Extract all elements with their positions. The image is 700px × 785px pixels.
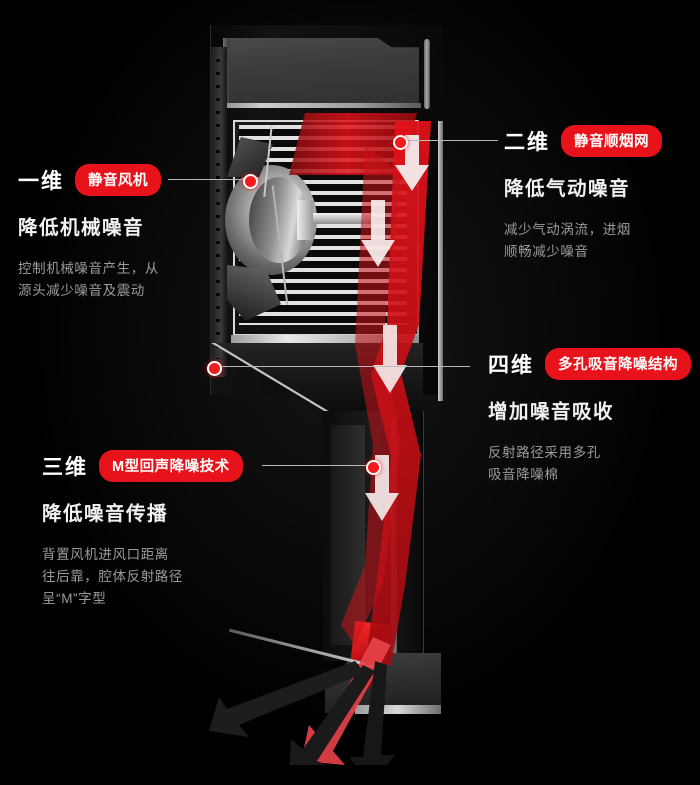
- callout-four-desc-line-1: 反射路径采用多孔: [488, 445, 601, 460]
- back-panel-edge: [438, 121, 443, 401]
- callout-two-title-row: 二维 静音顺烟网: [504, 125, 662, 157]
- airflow-arrow-3: [373, 325, 407, 393]
- callout-four: 四维 多孔吸音降噪结构 增加噪音吸收 反射路径采用多孔 吸音降噪棉: [488, 348, 691, 486]
- base-lip: [355, 705, 441, 714]
- callout-two-desc-line-1: 减少气动涡流，进烟: [504, 222, 631, 237]
- intake-arrow-right: [349, 661, 395, 765]
- callout-one-description: 控制机械噪音产生，从 源头减少噪音及震动: [18, 258, 161, 302]
- callout-two-headline: 降低气动噪音: [504, 178, 631, 200]
- callout-two-dimension: 二维: [504, 131, 550, 154]
- callout-one-headline: 降低机械噪音: [18, 217, 145, 239]
- callout-four-tag[interactable]: 多孔吸音降噪结构: [545, 348, 691, 380]
- callout-three-dimension: 三维: [42, 456, 88, 479]
- intake-arrow-mid: [289, 665, 375, 765]
- leader-line-three: [262, 465, 372, 466]
- callout-two-description: 减少气动涡流，进烟 顺畅减少噪音: [504, 219, 662, 263]
- callout-two: 二维 静音顺烟网 降低气动噪音 减少气动涡流，进烟 顺畅减少噪音: [504, 125, 662, 263]
- right-rail: [424, 39, 430, 109]
- leader-line-four: [212, 366, 470, 367]
- callout-one-tag[interactable]: 静音风机: [75, 164, 161, 196]
- callout-dot-four: [207, 361, 222, 376]
- fan-shaft: [301, 213, 373, 224]
- airflow-arrow-1: [395, 135, 429, 191]
- callout-four-headline: 增加噪音吸收: [488, 401, 615, 423]
- airflow-arrow-4: [365, 455, 399, 521]
- mid-shelf: [231, 335, 419, 344]
- callout-dot-one: [243, 174, 258, 189]
- leader-line-one: [168, 179, 252, 180]
- intake-arrow-left: [209, 661, 365, 737]
- callout-dot-two: [393, 135, 408, 150]
- callout-three: 三维 M型回声降噪技术 降低噪音传播 背置风机进风口距离 往后靠，腔体反射路径 …: [42, 450, 243, 610]
- callout-one: 一维 静音风机 降低机械噪音 控制机械噪音产生，从 源头减少噪音及震动: [18, 164, 161, 302]
- callout-four-description: 反射路径采用多孔 吸音降噪棉: [488, 442, 691, 486]
- airflow-arrow-2: [361, 200, 395, 267]
- callout-three-title-row: 三维 M型回声降噪技术: [42, 450, 243, 482]
- airflow-secondary-ribbon: [341, 145, 401, 645]
- airflow-intake-band: [289, 113, 417, 175]
- callout-one-desc-line-2: 源头减少噪音及震动: [18, 282, 145, 298]
- callout-three-description: 背置风机进风口距离 往后靠，腔体反射路径 呈“M”字型: [42, 544, 243, 610]
- top-chamber-panel: [223, 38, 419, 104]
- callout-one-desc-line-1: 控制机械噪音产生，从: [18, 261, 159, 276]
- callout-one-title-row: 一维 静音风机: [18, 164, 161, 196]
- airflow-diagram: [209, 113, 431, 765]
- callout-three-tag[interactable]: M型回声降噪技术: [99, 450, 243, 482]
- callout-dot-three: [366, 460, 381, 475]
- product-cutaway-illustration: [205, 25, 465, 765]
- callout-four-dimension: 四维: [488, 354, 534, 377]
- callout-three-desc-line-1: 背置风机进风口距离: [42, 547, 169, 562]
- airflow-main-ribbon: [365, 121, 431, 665]
- callout-two-tag[interactable]: 静音顺烟网: [561, 125, 662, 157]
- fan-shaft-collar: [297, 200, 313, 240]
- callout-four-title-row: 四维 多孔吸音降噪结构: [488, 348, 691, 380]
- chamber-lip: [221, 103, 421, 108]
- perforation-pattern: [216, 59, 220, 359]
- callout-one-dimension: 一维: [18, 170, 64, 193]
- leader-line-two: [398, 140, 498, 141]
- callout-three-desc-line-2: 往后靠，腔体反射路径: [42, 568, 183, 584]
- callout-two-desc-line-2: 顺畅减少噪音: [504, 243, 589, 259]
- callout-three-desc-line-3: 呈“M”字型: [42, 590, 107, 606]
- callout-three-headline: 降低噪音传播: [42, 503, 169, 525]
- callout-four-desc-line-2: 吸音降噪棉: [488, 466, 559, 482]
